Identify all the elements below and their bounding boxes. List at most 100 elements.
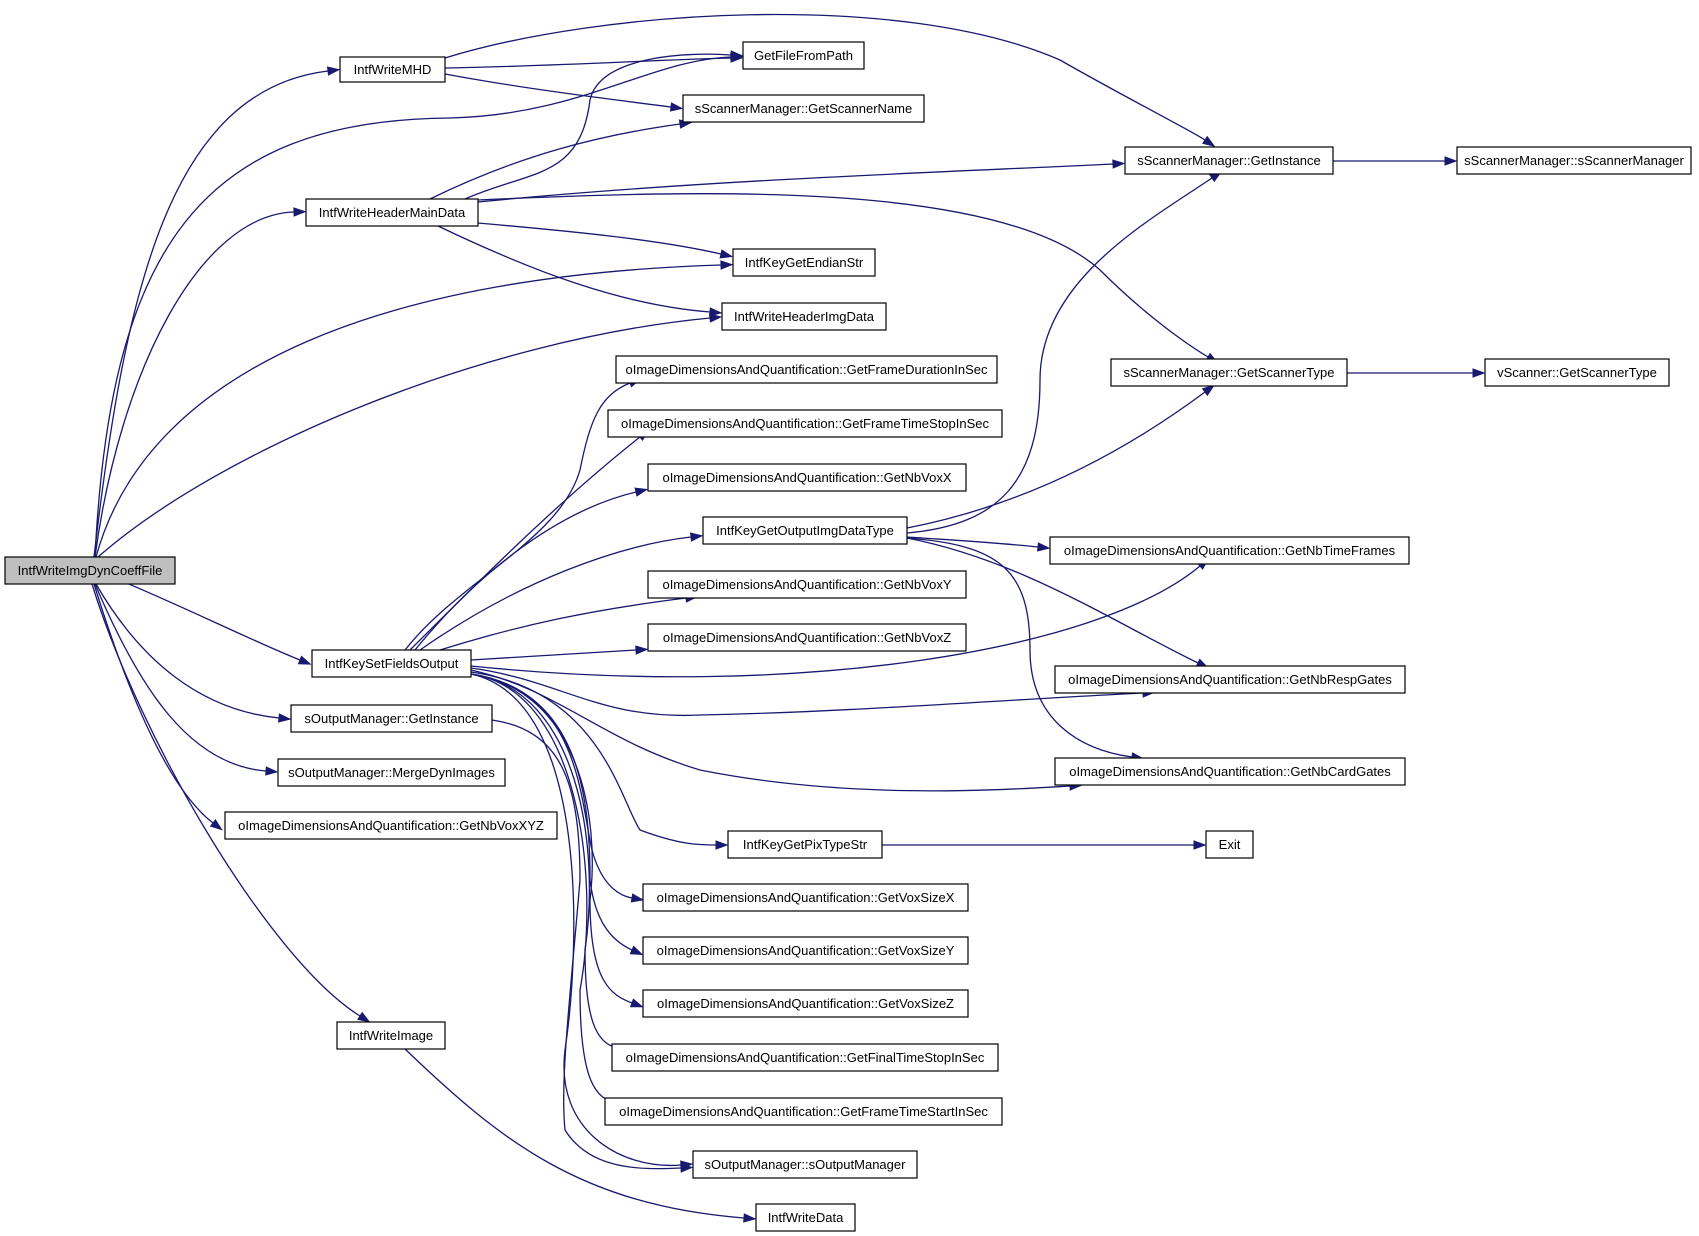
node-key-set-fields[interactable]: IntfKeySetFieldsOutput: [311, 649, 472, 678]
node-box: [1484, 358, 1670, 387]
node-out-get-instance[interactable]: sOutputManager::GetInstance: [290, 704, 493, 733]
edge-line: [94, 56, 732, 558]
node-scan-get-instance[interactable]: sScannerManager::GetInstance: [1124, 146, 1334, 175]
node-get-scanner-name[interactable]: sScannerManager::GetScannerName: [682, 94, 925, 123]
node-get-file-from-path[interactable]: GetFileFromPath: [742, 41, 865, 70]
edge-line: [99, 571, 301, 661]
edge-writeHeaderMain-to-scanGetInstance: [477, 159, 1126, 203]
edge-scanGetInstance-to-scanCtor: [1333, 156, 1458, 166]
node-out-ctor[interactable]: sOutputManager::sOutputManager: [692, 1150, 918, 1179]
edge-line: [97, 317, 711, 558]
node-write-data[interactable]: IntfWriteData: [755, 1203, 856, 1232]
node-nb-card-gates[interactable]: oImageDimensionsAndQuantification::GetNb…: [1054, 757, 1406, 786]
node-v-scan-get-type[interactable]: vScanner::GetScannerType: [1484, 358, 1670, 387]
node-box: [682, 94, 925, 123]
edge-line: [409, 436, 641, 651]
node-box: [642, 936, 969, 965]
node-box: [1124, 146, 1334, 175]
node-key-out-type[interactable]: IntfKeyGetOutputImgDataType: [702, 516, 908, 545]
node-write-image[interactable]: IntfWriteImage: [336, 1021, 446, 1050]
edge-writeHeaderMain-to-writeHeaderImg: [437, 225, 723, 317]
node-box: [642, 883, 969, 912]
node-frame-start[interactable]: oImageDimensionsAndQuantification::GetFr…: [604, 1097, 1003, 1126]
node-box: [277, 758, 506, 787]
node-label: IntfWriteHeaderMainData: [319, 205, 466, 220]
node-label: oImageDimensionsAndQuantification::GetFr…: [621, 416, 990, 431]
node-key-pix-type[interactable]: IntfKeyGetPixTypeStr: [727, 830, 883, 859]
node-box: [647, 623, 967, 652]
arrowhead-icon: [689, 532, 704, 542]
arrowhead-icon: [1193, 840, 1207, 850]
node-box: [311, 649, 472, 678]
node-write-m-h-d[interactable]: IntfWriteMHD: [339, 56, 446, 83]
node-label: IntfKeyGetOutputImgDataType: [716, 523, 894, 538]
edge-line: [439, 597, 687, 651]
node-box: [336, 1021, 446, 1050]
edge-line: [477, 222, 722, 255]
node-label: oImageDimensionsAndQuantification::GetNb…: [1068, 672, 1392, 687]
edge-keySetFields-to-voxSizeY: [470, 673, 644, 956]
edge-keyPixType-to-exit: [881, 840, 1207, 850]
node-scan-get-type[interactable]: sScannerManager::GetScannerType: [1110, 358, 1348, 387]
edge-root-to-outGetInstance: [95, 583, 292, 723]
node-box: [647, 570, 967, 599]
node-label: IntfWriteMHD: [354, 62, 432, 77]
arrowhead-icon: [293, 207, 307, 217]
arrowhead-icon: [680, 1163, 694, 1173]
node-box: [290, 704, 493, 733]
node-write-header-main[interactable]: IntfWriteHeaderMainData: [305, 198, 479, 227]
edge-root-to-mergeDyn: [94, 583, 279, 776]
node-box: [339, 56, 446, 83]
edge-keyOutType-to-scanGetType: [906, 384, 1216, 529]
node-box: [1049, 536, 1410, 565]
node-nb-vox-z[interactable]: oImageDimensionsAndQuantification::GetNb…: [647, 623, 967, 652]
node-label: vScanner::GetScannerType: [1497, 365, 1657, 380]
node-exit[interactable]: Exit: [1205, 830, 1254, 859]
edge-line: [470, 667, 1144, 717]
node-vox-size-z[interactable]: oImageDimensionsAndQuantification::GetVo…: [642, 989, 969, 1018]
node-nb-resp-gates[interactable]: oImageDimensionsAndQuantification::GetNb…: [1054, 665, 1406, 694]
node-label: IntfKeyGetPixTypeStr: [743, 837, 868, 852]
node-nb-time-frames[interactable]: oImageDimensionsAndQuantification::GetNb…: [1049, 536, 1410, 565]
arrowhead-icon: [297, 655, 312, 665]
edge-root-to-nbVoxXYZ: [93, 583, 223, 831]
edge-line: [906, 536, 1039, 548]
node-box: [224, 811, 558, 840]
edge-line: [470, 649, 637, 661]
node-merge-dyn[interactable]: sOutputManager::MergeDynImages: [277, 758, 506, 787]
node-label: IntfKeySetFieldsOutput: [325, 656, 459, 671]
node-box: [755, 1203, 856, 1232]
node-vox-size-y[interactable]: oImageDimensionsAndQuantification::GetVo…: [642, 936, 969, 965]
node-key-endian[interactable]: IntfKeyGetEndianStr: [732, 248, 876, 277]
arrowhead-icon: [719, 249, 734, 259]
node-box: [1456, 146, 1692, 175]
arrowhead-icon: [1112, 159, 1126, 169]
node-nb-vox-x-y-z[interactable]: oImageDimensionsAndQuantification::GetNb…: [224, 811, 558, 840]
edge-line: [470, 673, 622, 1050]
node-label: oImageDimensionsAndQuantification::GetNb…: [1064, 543, 1396, 558]
node-write-header-img[interactable]: IntfWriteHeaderImgData: [721, 302, 887, 331]
node-label: IntfWriteImage: [349, 1028, 433, 1043]
node-box: [702, 516, 908, 545]
node-nb-vox-x[interactable]: oImageDimensionsAndQuantification::GetNb…: [647, 463, 967, 492]
node-final-stop[interactable]: oImageDimensionsAndQuantification::GetFi…: [611, 1043, 999, 1072]
node-scan-ctor[interactable]: sScannerManager::sScannerManager: [1456, 146, 1692, 175]
node-frame-stop[interactable]: oImageDimensionsAndQuantification::GetFr…: [607, 409, 1003, 438]
node-label: oImageDimensionsAndQuantification::GetVo…: [657, 890, 955, 905]
node-label: oImageDimensionsAndQuantification::GetNb…: [662, 470, 951, 485]
node-label: IntfWriteImgDynCoeffFile: [18, 563, 163, 578]
node-label: sOutputManager::sOutputManager: [705, 1157, 907, 1172]
node-nb-vox-y[interactable]: oImageDimensionsAndQuantification::GetNb…: [647, 570, 967, 599]
node-frame-duration[interactable]: oImageDimensionsAndQuantification::GetFr…: [615, 355, 998, 384]
edge-root-to-keySetFields: [99, 571, 312, 665]
node-label: IntfWriteHeaderImgData: [734, 309, 875, 324]
node-vox-size-x[interactable]: oImageDimensionsAndQuantification::GetVo…: [642, 883, 969, 912]
arrowhead-icon: [629, 998, 644, 1008]
node-label: oImageDimensionsAndQuantification::GetNb…: [663, 630, 951, 645]
arrowhead-icon: [709, 307, 723, 317]
node-label: GetFileFromPath: [754, 48, 853, 63]
edge-line: [95, 264, 722, 558]
node-box: [604, 1097, 1003, 1126]
arrowhead-icon: [1201, 384, 1216, 397]
